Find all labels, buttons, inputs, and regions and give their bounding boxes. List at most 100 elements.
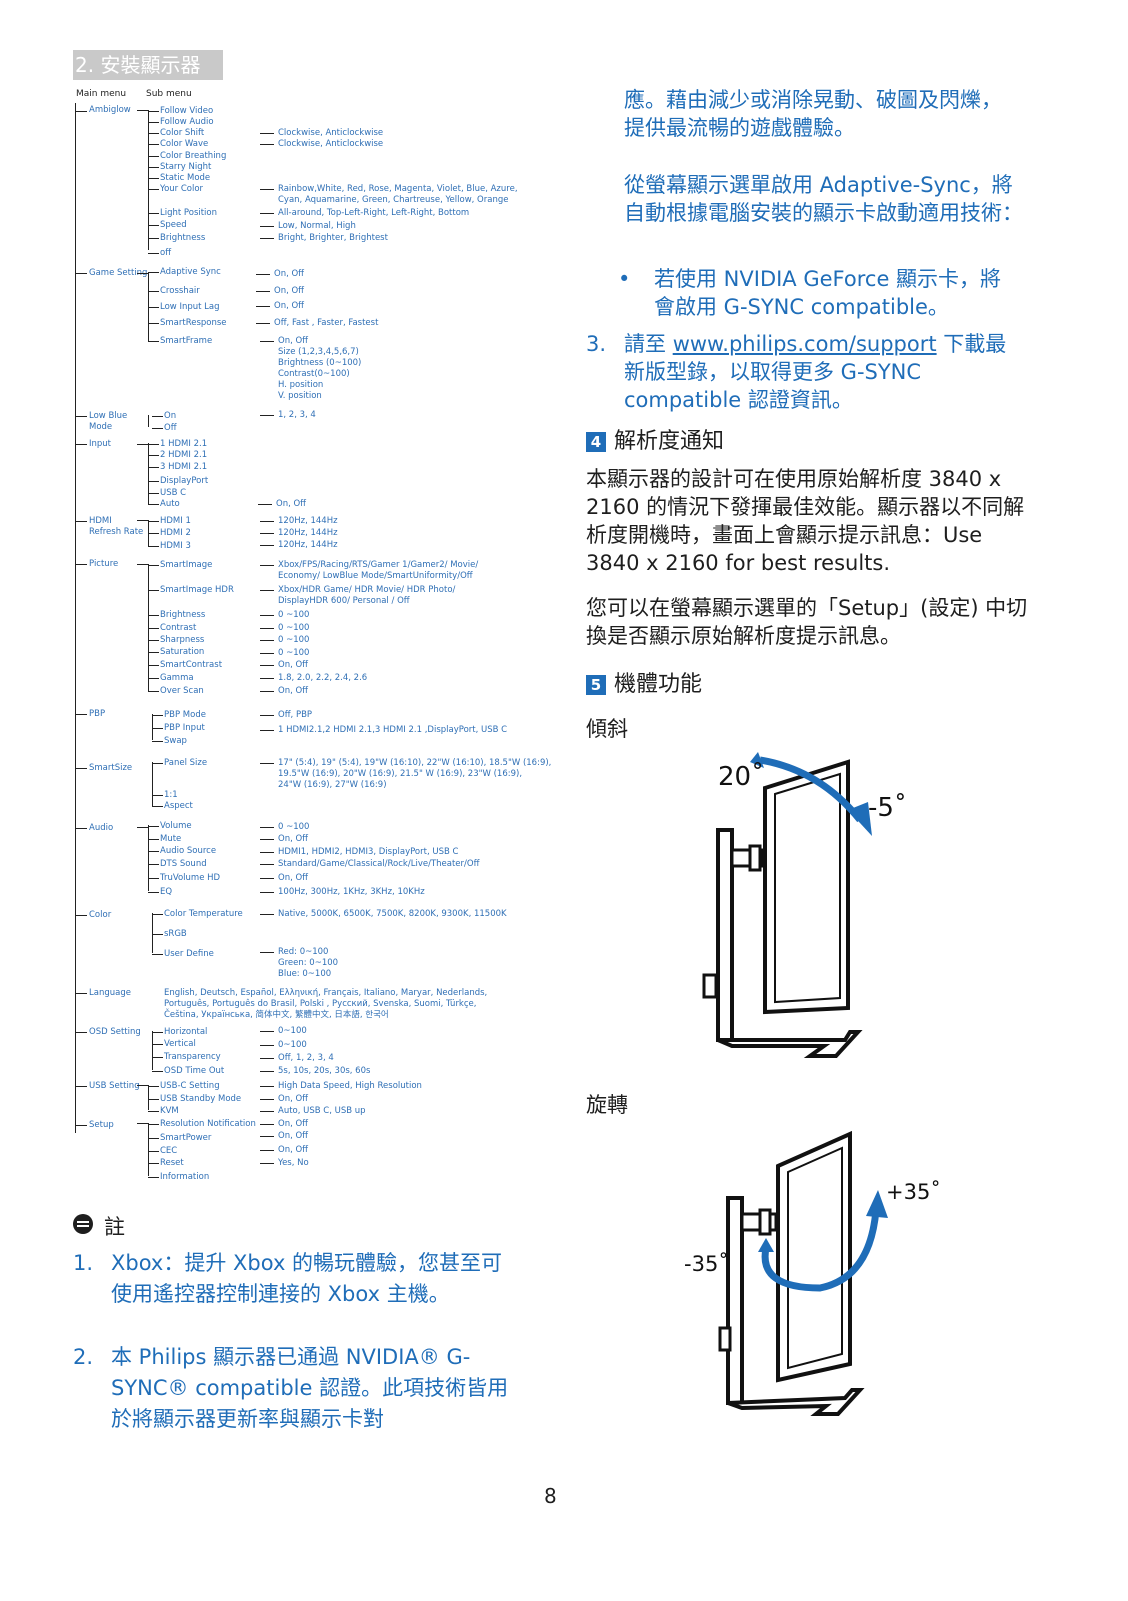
menu-value: Rainbow,White, Red, Rose, Magenta, Viole… — [278, 184, 518, 205]
tree-connector — [148, 1163, 159, 1164]
tree-connector — [260, 615, 274, 616]
menu-value: On, Off — [278, 1094, 309, 1104]
main-menu-item: Picture — [89, 559, 119, 569]
sub-menu-item: On — [164, 411, 177, 421]
sub-menu-item: SmartResponse — [160, 318, 227, 328]
sub-menu-item: Adaptive Sync — [160, 267, 221, 277]
main-menu-item: Color — [89, 910, 112, 920]
resolution-setup-paragraph: 您可以在螢幕顯示選單的「Setup」(設定) 中切換是否顯示原始解析度提示訊息。 — [586, 596, 1028, 648]
tree-connector — [260, 1124, 274, 1125]
tree-connector — [148, 640, 159, 641]
tree-connector — [258, 504, 272, 505]
tilt-minus-angle: -5˚ — [868, 793, 907, 823]
sub-menu-item: Your Color — [160, 184, 204, 194]
sub-menu-item: Brightness — [160, 610, 206, 620]
tree-connector — [260, 213, 274, 214]
tree-connector — [148, 825, 149, 891]
main-menu-item: HDMI Refresh Rate — [89, 516, 144, 537]
tree-connector — [75, 915, 87, 916]
sub-menu-item: Resolution Notification — [160, 1119, 256, 1129]
tree-connector — [148, 167, 159, 168]
tree-connector — [260, 864, 274, 865]
main-menu-heading: Main menu — [76, 89, 127, 99]
tree-connector — [152, 1031, 153, 1070]
main-menu-item: Low Blue Mode — [89, 411, 128, 432]
tree-connector — [148, 892, 159, 893]
tree-connector — [75, 564, 87, 565]
support-link[interactable]: www.philips.com/support — [672, 332, 937, 356]
tree-connector — [152, 1044, 163, 1045]
menu-value: Off, PBP — [278, 710, 313, 720]
menu-value: Clockwise, Anticlockwise — [278, 139, 384, 149]
menu-value: 120Hz, 144Hz — [278, 528, 338, 538]
tree-connector — [152, 741, 163, 742]
tree-connector — [148, 443, 149, 505]
tree-connector — [148, 225, 159, 226]
sub-menu-item: SmartContrast — [160, 660, 223, 670]
sub-menu-item: Color Temperature — [164, 909, 243, 919]
menu-value: Off, Fast , Faster, Fastest — [274, 318, 379, 328]
sub-menu-item: Light Position — [160, 208, 218, 218]
menu-value: Clockwise, Anticlockwise — [278, 128, 384, 138]
tree-connector — [148, 493, 159, 494]
tree-connector — [256, 291, 270, 292]
tree-connector — [148, 826, 159, 827]
sub-menu-item: HDMI 2 — [160, 528, 191, 538]
tree-connector — [148, 864, 159, 865]
tree-connector — [148, 520, 149, 546]
note-item-text: 本 Philips 顯示器已通過 NVIDIA® G-SYNC® compati… — [111, 1345, 509, 1431]
tree-connector — [260, 189, 274, 190]
step-3-suffix: 下載最新版型錄，以取得更多 G-SYNC compatible 認證資訊。 — [624, 332, 1007, 412]
tree-connector — [260, 1045, 274, 1046]
tree-connector — [148, 1111, 159, 1112]
tree-connector — [148, 590, 159, 591]
sub-menu-item: Low Input Lag — [160, 302, 220, 312]
main-menu-item: SmartSize — [89, 763, 133, 773]
tree-connector — [256, 323, 270, 324]
note-title: 註 — [104, 1215, 125, 1239]
tree-connector — [148, 1123, 149, 1176]
main-menu-item: Ambiglow — [89, 105, 131, 115]
tree-connector — [152, 913, 153, 953]
tree-connector — [137, 520, 148, 521]
menu-value: 120Hz, 144Hz — [278, 540, 338, 550]
menu-value: On, Off — [276, 499, 307, 509]
sub-menu-item: Sharpness — [160, 635, 205, 645]
tree-connector — [148, 272, 149, 342]
menu-value: Red: 0~100 Green: 0~100 Blue: 0~100 — [278, 947, 339, 979]
tree-connector — [148, 133, 159, 134]
menu-value: 0 ~100 — [278, 610, 310, 620]
menu-value: 5s, 10s, 20s, 30s, 60s — [278, 1066, 371, 1076]
menu-value: On, Off — [274, 286, 305, 296]
bullet-marker: • — [618, 267, 631, 291]
main-menu-item: OSD Setting — [89, 1027, 141, 1037]
step-3-prefix: 請至 — [624, 332, 673, 356]
tree-connector — [148, 415, 149, 427]
tree-connector — [148, 272, 159, 273]
tree-connector — [260, 665, 274, 666]
step-3-text: 請至 www.philips.com/support 下載最新版型錄，以取得更多… — [624, 330, 1014, 414]
tree-connector — [260, 640, 274, 641]
tree-connector — [260, 521, 274, 522]
main-menu-item: Audio — [89, 823, 114, 833]
menu-value: 0 ~100 — [278, 635, 310, 645]
tree-connector — [260, 144, 274, 145]
tree-connector — [148, 156, 159, 157]
sub-menu-item: Horizontal — [164, 1027, 208, 1037]
sub-menu-item: Swap — [164, 736, 187, 746]
tree-connector — [260, 1136, 274, 1137]
tree-connector — [148, 213, 159, 214]
sub-menu-item: Information — [160, 1172, 210, 1182]
tree-connector — [137, 273, 148, 274]
sub-menu-item: Static Mode — [160, 173, 211, 183]
tree-connector — [260, 1099, 274, 1100]
tree-connector — [152, 1057, 163, 1058]
tree-connector — [148, 839, 159, 840]
tree-connector — [260, 839, 274, 840]
tree-connector — [260, 226, 274, 227]
sub-menu-item: USB Standby Mode — [160, 1094, 242, 1104]
sub-menu-item: Aspect — [164, 801, 193, 811]
menu-value: On, Off — [278, 660, 309, 670]
